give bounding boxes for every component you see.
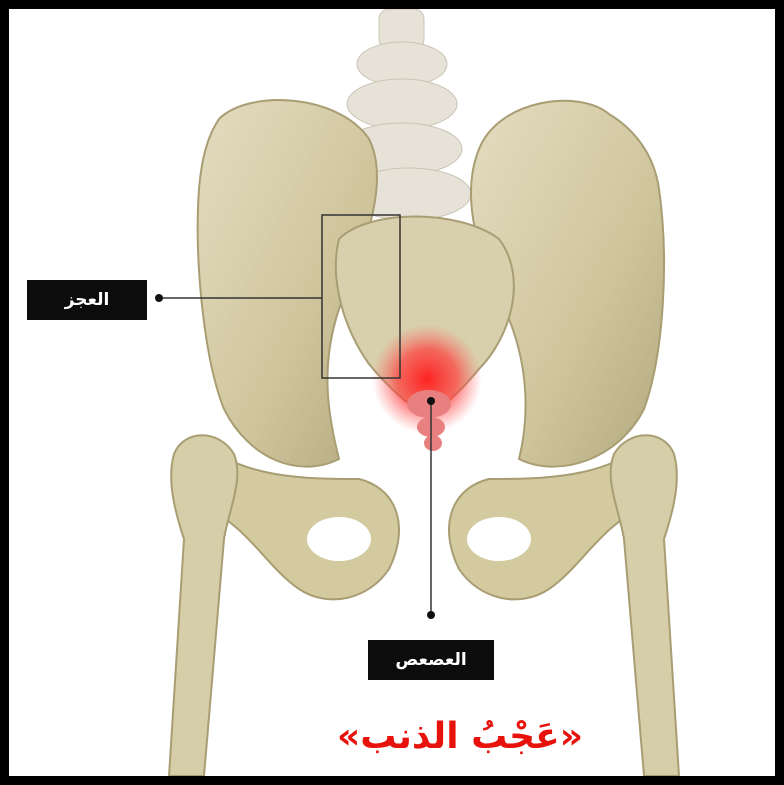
- caption-title: «عَجْبُ الذنب»: [300, 712, 620, 762]
- left-obturator: [307, 517, 371, 561]
- right-femur: [611, 435, 679, 776]
- coccyx-pointer-dot-top: [427, 397, 435, 405]
- left-femur: [169, 435, 237, 776]
- right-obturator: [467, 517, 531, 561]
- coccyx-pointer-dot-bottom: [427, 611, 435, 619]
- coccyx-label: العصعص: [368, 640, 494, 680]
- sacrum-pointer-dot: [155, 294, 163, 302]
- sacrum-label: العجز: [27, 280, 147, 320]
